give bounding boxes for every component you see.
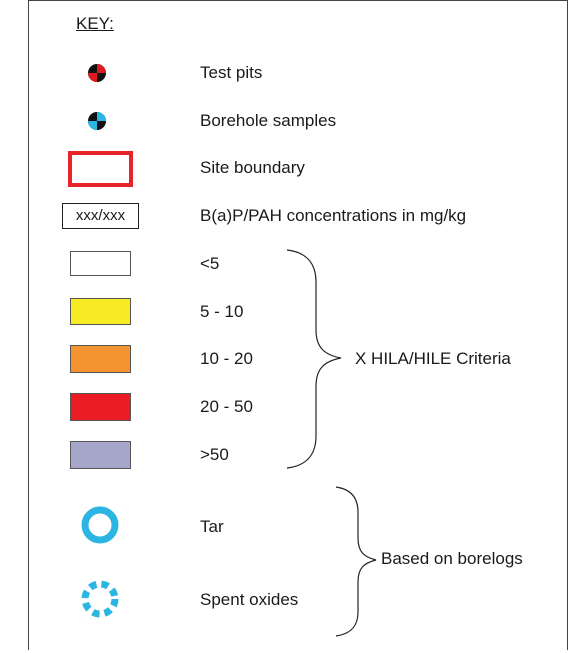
label-5-10: 5 - 10 (200, 302, 244, 321)
label-site-boundary: Site boundary (200, 158, 305, 177)
key-title: KEY: (76, 14, 114, 33)
borehole-sample-icon (88, 112, 106, 130)
label-lt5: <5 (200, 254, 220, 273)
borelogs-brace-icon (335, 486, 377, 637)
swatch-gt50 (70, 441, 131, 469)
label-test-pits: Test pits (200, 63, 263, 82)
label-borehole-samples: Borehole samples (200, 111, 337, 130)
label-concentrations: B(a)P/PAH concentrations in mg/kg (200, 206, 467, 225)
label-10-20: 10 - 20 (200, 349, 253, 368)
label-spent-oxides: Spent oxides (200, 590, 299, 609)
label-20-50: 20 - 50 (200, 397, 253, 416)
label-criteria-group: X HILA/HILE Criteria (355, 349, 511, 368)
label-tar: Tar (200, 517, 224, 536)
swatch-20-50 (70, 393, 131, 421)
label-gt50: >50 (200, 445, 229, 464)
label-borelogs-group: Based on borelogs (381, 549, 523, 568)
test-pit-icon (88, 64, 106, 82)
swatch-5-10 (70, 298, 131, 325)
key-frame (28, 0, 568, 650)
criteria-brace-icon (286, 249, 342, 469)
swatch-10-20 (70, 345, 131, 373)
spent-oxides-ring-icon (81, 580, 119, 618)
concentration-box: xxx/xxx (62, 203, 139, 229)
swatch-lt5 (70, 251, 131, 276)
tar-ring-icon (81, 506, 119, 544)
site-boundary-icon (68, 151, 133, 187)
